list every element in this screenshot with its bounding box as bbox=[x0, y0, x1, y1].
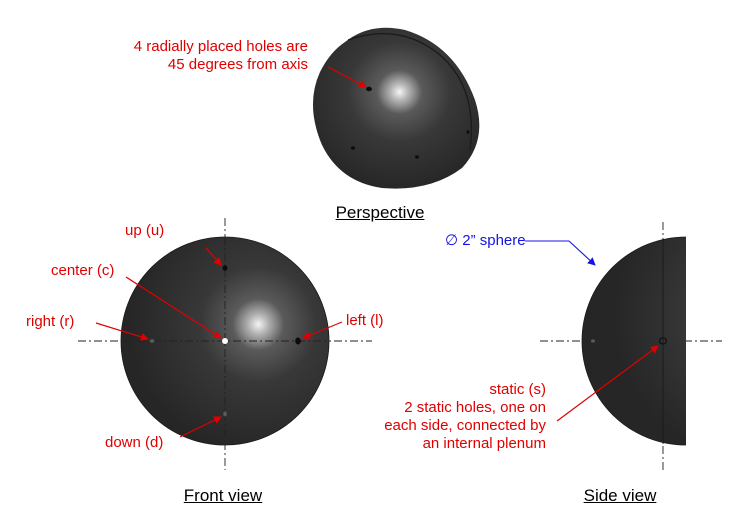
label-center: center (c) bbox=[51, 262, 115, 279]
front-view-caption: Front view bbox=[183, 486, 263, 505]
perspective-sphere bbox=[312, 27, 480, 189]
hole-right bbox=[149, 339, 155, 343]
left-leader-arrow bbox=[302, 321, 343, 340]
hole-up bbox=[222, 265, 228, 271]
perspective-leader-arrow bbox=[327, 66, 367, 88]
static-note: static (s) 2 static holes, one on each s… bbox=[340, 381, 546, 453]
static-leader-arrow bbox=[556, 345, 659, 422]
perspective-hole bbox=[351, 146, 355, 150]
hole-center bbox=[222, 338, 228, 344]
label-up: up (u) bbox=[125, 222, 165, 239]
perspective-note-line1: 4 radially placed holes are bbox=[133, 38, 308, 55]
side-sphere bbox=[581, 236, 686, 446]
perspective-caption: Perspective bbox=[335, 203, 425, 222]
static-note-line1: static (s) bbox=[489, 381, 546, 398]
static-note-line2: 2 static holes, one on bbox=[404, 399, 546, 416]
down-leader-arrow bbox=[179, 416, 222, 438]
static-note-line4: an internal plenum bbox=[422, 435, 546, 452]
hole-down bbox=[223, 411, 227, 417]
perspective-note-line2: 45 degrees from axis bbox=[167, 56, 308, 73]
center-leader-arrow bbox=[125, 276, 222, 339]
perspective-hole bbox=[366, 86, 372, 92]
up-leader-arrow bbox=[205, 247, 222, 266]
diameter-leader-arrow bbox=[525, 240, 596, 266]
static-hole bbox=[658, 337, 668, 345]
label-down: down (d) bbox=[105, 434, 164, 451]
side-view-caption: Side view bbox=[583, 486, 657, 505]
hole-left bbox=[295, 337, 301, 345]
perspective-note: 4 radially placed holes are 45 degrees f… bbox=[90, 38, 308, 74]
side-hole bbox=[591, 339, 595, 343]
label-right: right (r) bbox=[26, 313, 75, 330]
right-leader-arrow bbox=[95, 322, 149, 341]
front-sphere bbox=[120, 236, 330, 446]
perspective-hole bbox=[466, 130, 470, 134]
diameter-label: ∅ 2” sphere bbox=[445, 232, 526, 249]
perspective-hole bbox=[415, 155, 419, 159]
label-left: left (l) bbox=[346, 312, 384, 329]
static-note-line3: each side, connected by bbox=[384, 417, 546, 434]
